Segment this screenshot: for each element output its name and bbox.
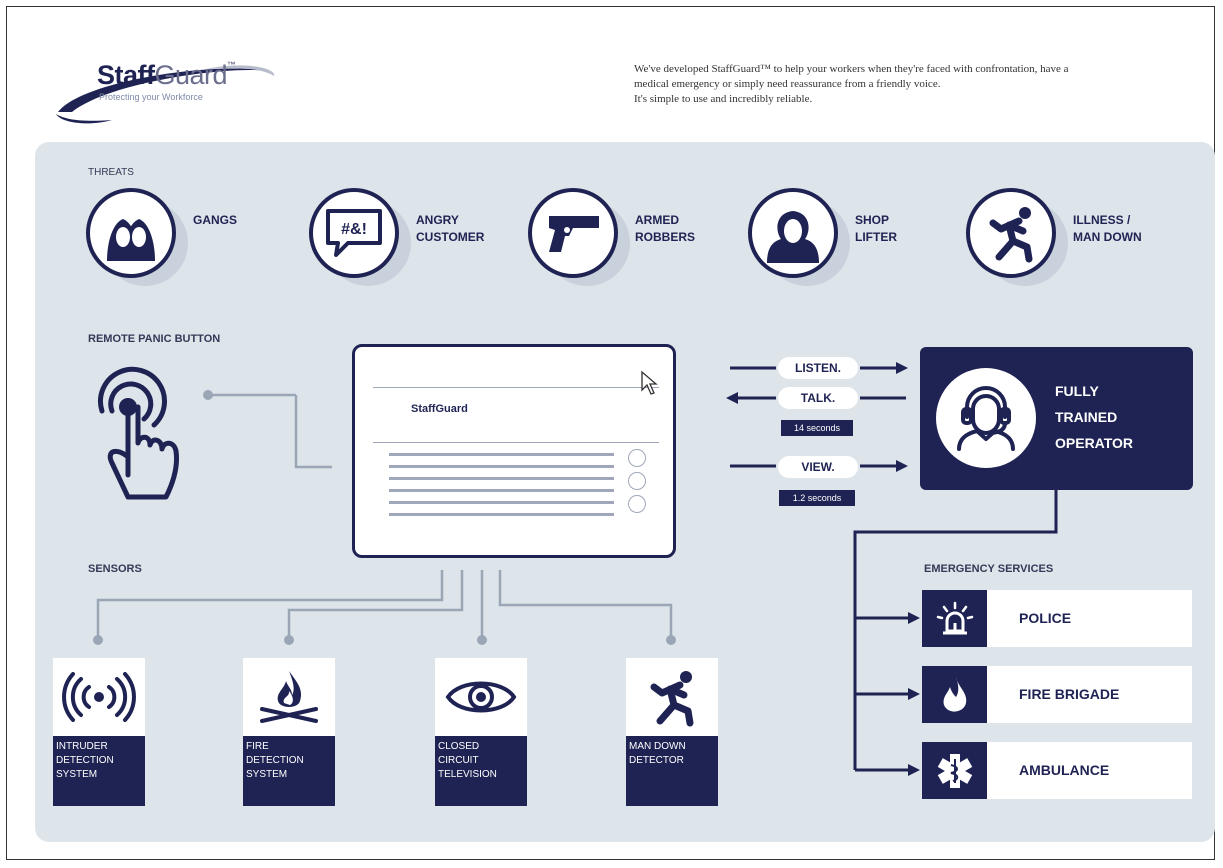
flame-icon	[922, 666, 987, 723]
talk-time-badge: 14 seconds	[781, 420, 853, 436]
signal-waves-icon	[53, 658, 145, 736]
sensor-man-down: MAN DOWN DETECTOR	[626, 658, 718, 806]
staffguard-logo: StaffGuard™ Protecting your Workforce	[52, 50, 282, 135]
device-lid-line	[373, 371, 659, 388]
sensor-label: CLOSED CIRCUIT TELEVISION	[438, 741, 497, 780]
service-ambulance: AMBULANCE	[922, 742, 1192, 799]
threat-label: ILLNESS / MAN DOWN	[1073, 213, 1142, 244]
touch-press-icon	[88, 365, 188, 515]
sensor-label: FIRE DETECTION SYSTEM	[246, 741, 304, 780]
services-title: EMERGENCY SERVICES	[924, 563, 1054, 575]
hooded-person-icon	[748, 188, 838, 278]
panic-title: REMOTE PANIC BUTTON	[88, 333, 221, 345]
threats-title: THREATS	[88, 167, 134, 178]
gang-icon	[86, 188, 176, 278]
threat-label: SHOP LIFTER	[855, 213, 897, 244]
svg-text:#&!: #&!	[341, 221, 367, 238]
star-of-life-icon	[922, 742, 987, 799]
speaker-grill-line	[389, 477, 614, 480]
device-knob	[628, 495, 646, 513]
logo-tagline: Protecting your Workforce	[99, 92, 203, 102]
sensor-label: MAN DOWN DETECTOR	[629, 741, 686, 766]
view-label: VIEW.	[778, 456, 858, 478]
speaker-grill-line	[389, 501, 614, 504]
operator-label: FULLY TRAINED OPERATOR	[1055, 383, 1134, 451]
device-logo: StaffGuard	[411, 403, 468, 415]
device-knob	[628, 472, 646, 490]
threat-label: GANGS	[193, 213, 238, 227]
sensor-cctv: CLOSED CIRCUIT TELEVISION	[435, 658, 527, 806]
speaker-grill-line	[389, 513, 614, 516]
service-label: FIRE BRIGADE	[1019, 686, 1120, 702]
sensor-intruder: INTRUDER DETECTION SYSTEM	[53, 658, 145, 806]
intro-text: We've developed StaffGuard™ to help your…	[634, 62, 1174, 107]
intro-line: medical emergency or simply need reassur…	[634, 78, 941, 90]
device-knob	[628, 449, 646, 467]
intro-line: It's simple to use and incredibly reliab…	[634, 93, 813, 105]
falling-person-icon	[966, 188, 1056, 278]
angry-speech-icon: #&!	[309, 188, 399, 278]
sensors-title: SENSORS	[88, 563, 142, 575]
eye-icon	[435, 658, 527, 736]
speaker-grill-line	[389, 465, 614, 468]
service-police: POLICE	[922, 590, 1192, 647]
operator-box: FULLY TRAINED OPERATOR	[920, 347, 1193, 490]
device-divider	[373, 442, 659, 443]
service-fire-brigade: FIRE BRIGADE	[922, 666, 1192, 723]
listen-label: LISTEN.	[778, 357, 858, 379]
talk-label: TALK.	[778, 387, 858, 409]
view-time-badge: 1.2 seconds	[779, 490, 855, 506]
headset-operator-icon	[936, 368, 1036, 468]
service-label: POLICE	[1019, 610, 1072, 626]
service-label: AMBULANCE	[1019, 762, 1110, 778]
campfire-icon	[243, 658, 335, 736]
sensor-fire: FIRE DETECTION SYSTEM	[243, 658, 335, 806]
siren-icon	[922, 590, 987, 647]
gun-icon	[528, 188, 618, 278]
logo-wordmark: StaffGuard™	[97, 60, 236, 90]
staffguard-device: StaffGuard	[352, 344, 676, 558]
threat-label: ANGRY CUSTOMER	[416, 213, 485, 244]
threat-label: ARMED ROBBERS	[635, 213, 696, 244]
mouse-cursor-icon	[640, 370, 658, 401]
speaker-grill-line	[389, 489, 614, 492]
intro-line: We've developed StaffGuard™ to help your…	[634, 63, 1069, 75]
speaker-grill-line	[389, 453, 614, 456]
sensor-label: INTRUDER DETECTION SYSTEM	[56, 741, 114, 780]
falling-person-icon	[626, 658, 718, 736]
